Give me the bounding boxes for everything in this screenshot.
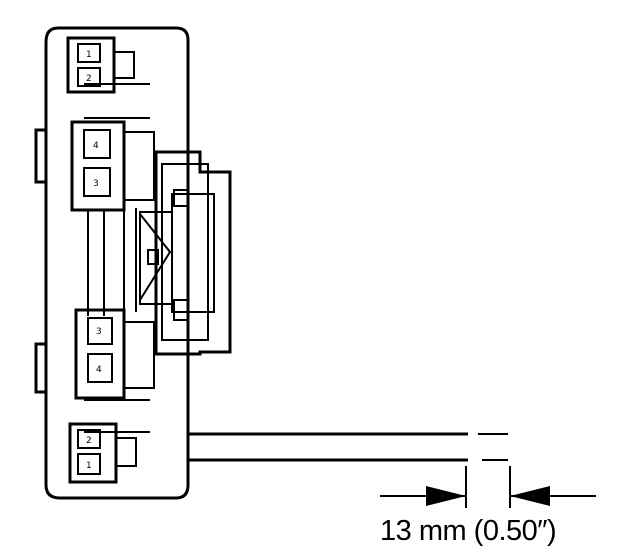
left-tab-upper: [34, 128, 46, 184]
left-tab-lower: [34, 342, 46, 394]
latch-outline-outer: [154, 150, 232, 356]
terminal-label: 1: [86, 461, 92, 471]
terminal-socket: [83, 167, 111, 197]
connector-tab-3: [123, 321, 155, 389]
latch-outline-inner: [161, 163, 209, 341]
connector-tab-4: [115, 437, 137, 467]
terminal-socket: [87, 317, 113, 345]
terminal-socket: [77, 429, 101, 449]
latch-clip-top: [173, 189, 189, 207]
dimension-label: 13 mm (0.50″): [380, 515, 557, 547]
terminal-socket: [87, 353, 113, 383]
latch-arrow: [139, 213, 172, 301]
terminal-label: 3: [93, 179, 99, 189]
dimension-arrowhead-left: [426, 486, 466, 506]
terminal-socket: [77, 453, 101, 475]
housing-outline: [44, 26, 190, 500]
terminal-label: 4: [96, 365, 102, 375]
connector-tab-1: [113, 51, 135, 79]
terminal-label: 2: [86, 74, 92, 84]
terminal-label: 1: [86, 50, 92, 60]
dimension-arrowhead-right: [510, 486, 550, 506]
latch-housing: [139, 211, 173, 305]
terminal-socket: [77, 67, 101, 87]
terminal-label: 2: [86, 436, 92, 446]
terminal-label: 4: [93, 141, 99, 151]
terminal-socket: [83, 129, 111, 159]
terminal-socket: [77, 43, 101, 63]
terminal-label: 3: [96, 327, 102, 337]
connector-tab-2: [123, 131, 155, 201]
latch-pin: [147, 249, 159, 265]
latch-clip-bottom: [173, 299, 189, 321]
